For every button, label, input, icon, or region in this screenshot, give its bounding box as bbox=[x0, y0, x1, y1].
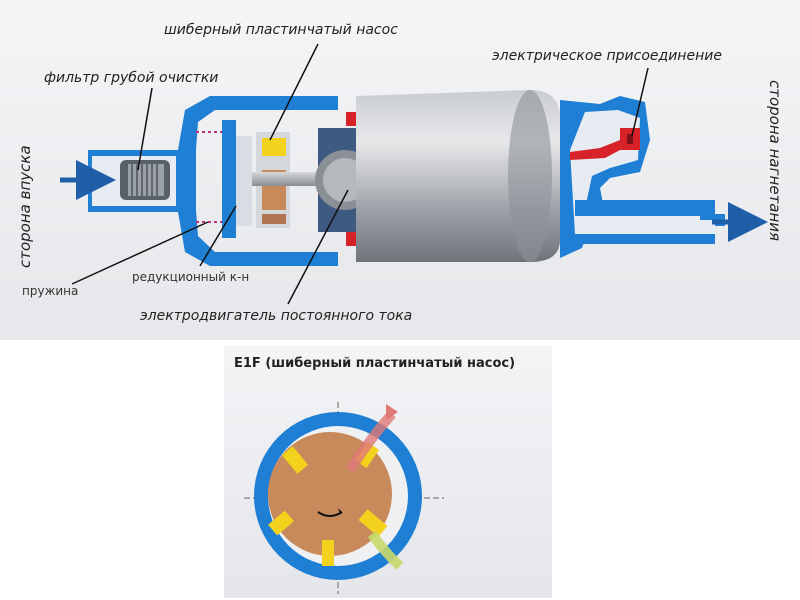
label-reducing-valve: редукционный к-н bbox=[132, 270, 249, 284]
label-vane-pump: шиберный пластинчатый насос bbox=[164, 22, 398, 38]
reducing-valve-plate bbox=[222, 120, 236, 238]
detail-title: E1F (шиберный пластинчатый насос) bbox=[234, 356, 515, 371]
valve-body bbox=[236, 136, 252, 226]
label-electrical-connection: электрическое присоединение bbox=[492, 48, 722, 64]
dc-motor-can bbox=[356, 90, 560, 262]
label-dc-motor: электродвигатель постоянного тока bbox=[140, 308, 412, 324]
label-spring: пружина bbox=[22, 284, 78, 298]
label-outlet-side: сторона нагнетания bbox=[766, 80, 784, 241]
vane-pump-cross-section bbox=[244, 402, 444, 594]
label-coarse-filter: фильтр грубой очистки bbox=[44, 70, 218, 86]
label-inlet-side: сторона впуска bbox=[16, 145, 34, 268]
coarse-filter-element bbox=[120, 160, 170, 200]
